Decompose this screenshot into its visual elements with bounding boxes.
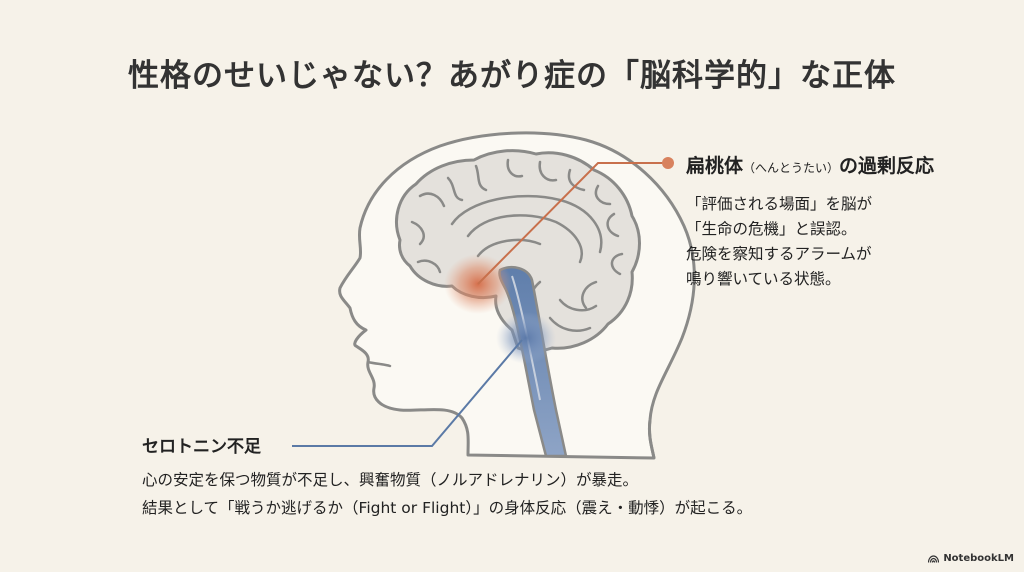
serotonin-glow — [496, 312, 556, 364]
amygdala-line: 危険を察知するアラームが — [686, 245, 872, 263]
amygdala-heading-tail: の過剰反応 — [839, 155, 935, 177]
amygdala-callout: 扁桃体（へんとうたい）の過剰反応 「評価される場面」を脳が 「生命の危機」と誤認… — [686, 151, 934, 292]
serotonin-description: 心の安定を保つ物質が不足し、興奮物質（ノルアドレナリン）が暴走。 結果として「戦… — [142, 466, 752, 522]
amygdala-leader-line — [477, 162, 668, 285]
brand-watermark: NotebookLM — [928, 553, 1014, 564]
amygdala-line: 「評価される場面」を脳が — [686, 195, 873, 213]
amygdala-description: 「評価される場面」を脳が 「生命の危機」と誤認。 危険を察知するアラームが 鳴り… — [686, 192, 934, 292]
amygdala-line: 「生命の危機」と誤認。 — [686, 220, 857, 238]
amygdala-heading-reading: （へんとうたい） — [743, 161, 840, 175]
brand-label: NotebookLM — [943, 553, 1014, 564]
amygdala-heading-main: 扁桃体 — [686, 155, 744, 177]
amygdala-heading: 扁桃体（へんとうたい）の過剰反応 — [686, 151, 934, 178]
amygdala-line: 鳴り響いている状態。 — [686, 270, 841, 288]
serotonin-heading: セロトニン不足 — [142, 437, 261, 457]
serotonin-leader-line — [292, 339, 523, 447]
serotonin-line: 結果として「戦うか逃げるか（Fight or Flight）」の身体反応（震え・… — [142, 499, 753, 517]
page-title: 性格のせいじゃない？あがり症の「脳科学的」な正体 — [128, 58, 896, 94]
notebooklm-logo-icon — [928, 554, 940, 563]
amygdala-marker-dot — [662, 157, 674, 169]
serotonin-line: 心の安定を保つ物質が不足し、興奮物質（ノルアドレナリン）が暴走。 — [142, 471, 639, 489]
